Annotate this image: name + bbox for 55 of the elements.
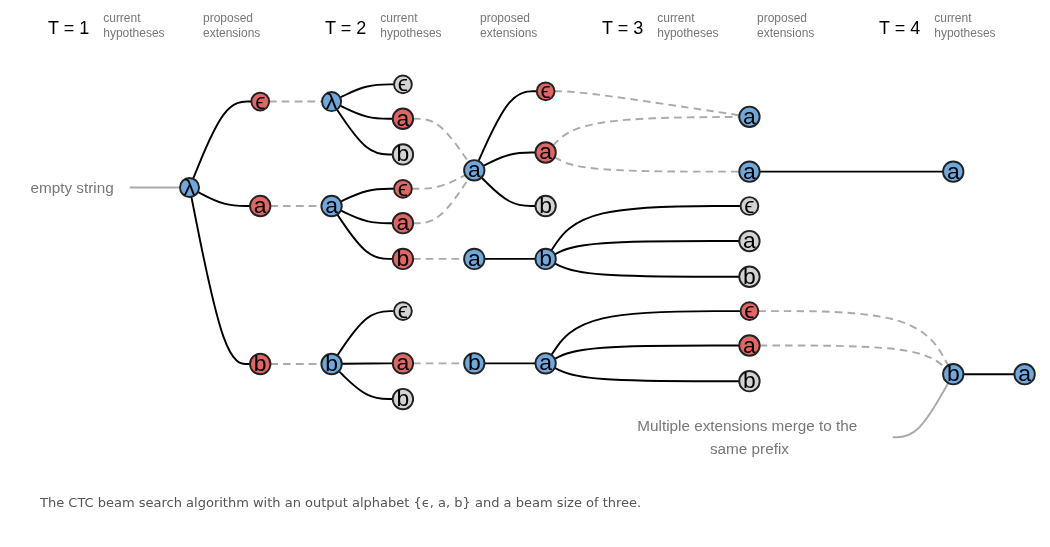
column-label: proposed extensions xyxy=(203,11,262,40)
node-text: empty string xyxy=(30,178,114,197)
time-step-heading: T = 3 xyxy=(602,18,644,40)
connector xyxy=(197,191,251,207)
node-circle: b xyxy=(391,387,415,411)
time-step-heading: T = 1 xyxy=(48,18,90,40)
node-circle: b xyxy=(463,352,486,375)
column-label: current hypotheses xyxy=(934,11,997,40)
node-text: Multiple extensions merge to the same prefix xyxy=(637,416,858,458)
node-circle: b xyxy=(249,352,272,376)
node-circle: a xyxy=(391,352,415,375)
node-circle: b xyxy=(320,352,343,376)
node-circle: a xyxy=(249,194,272,218)
caption: The CTC beam search algorithm with an output alphabet {ϵ, a, b} and a beam size of three. xyxy=(39,495,643,512)
column-label: current hypotheses xyxy=(103,11,166,40)
node-circle: ϵ xyxy=(393,301,413,321)
node-circle: a xyxy=(738,229,761,253)
node-circle: a xyxy=(738,105,761,128)
node-circle: a xyxy=(391,107,415,130)
node-circle: λ xyxy=(179,177,201,199)
node-circle: a xyxy=(1013,363,1036,386)
node-circle: b xyxy=(942,363,965,386)
node-circle: b xyxy=(534,194,557,218)
node-circle: ϵ xyxy=(393,74,413,95)
node-circle: b xyxy=(391,143,415,166)
column-label: proposed extensions xyxy=(757,11,816,40)
node-circle: a xyxy=(534,141,557,164)
column-label: current hypotheses xyxy=(380,11,443,40)
node-circle: a xyxy=(463,247,486,271)
connector xyxy=(339,83,395,99)
column-label: current hypotheses xyxy=(657,11,720,40)
node-circle: ϵ xyxy=(393,178,413,199)
node-circle: b xyxy=(738,265,761,288)
node-circle: λ xyxy=(321,91,343,113)
connector xyxy=(268,100,323,103)
column-label: proposed extensions xyxy=(480,11,539,40)
time-step-heading: T = 2 xyxy=(325,18,367,40)
connector xyxy=(339,187,395,203)
node-circle: ϵ xyxy=(739,301,760,321)
time-step-heading: T = 4 xyxy=(879,18,921,40)
node-circle: a xyxy=(320,194,343,218)
connector xyxy=(190,195,251,365)
node-circle: ϵ xyxy=(535,81,556,102)
node-circle: b xyxy=(391,247,415,271)
node-circle: a xyxy=(534,352,557,375)
node-circle: a xyxy=(463,159,486,182)
connector xyxy=(336,310,395,357)
node-circle: b xyxy=(738,370,761,393)
node-circle: a xyxy=(942,160,965,183)
node-circle: a xyxy=(391,212,415,235)
node-circle: b xyxy=(534,247,557,271)
node-circle: ϵ xyxy=(739,196,760,216)
node-circle: ϵ xyxy=(250,91,271,112)
node-circle: a xyxy=(738,334,761,357)
node-circle: a xyxy=(738,160,761,183)
